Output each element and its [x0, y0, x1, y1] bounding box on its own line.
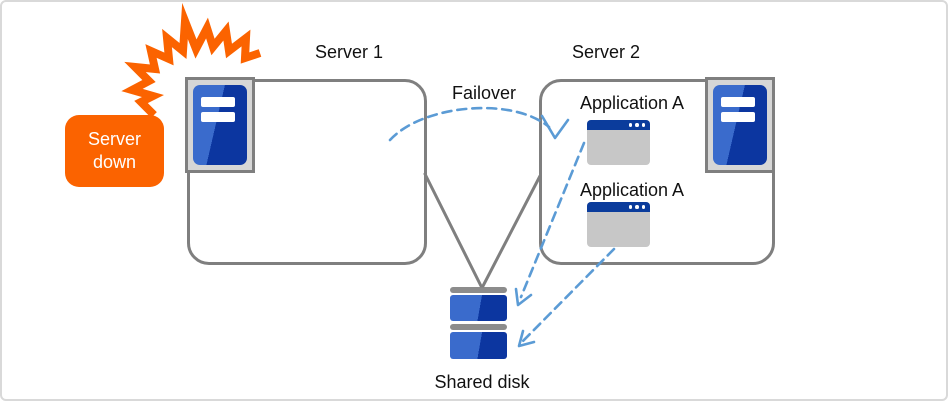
server2-icon: [705, 77, 775, 173]
server-slot: [201, 97, 235, 107]
disk-platter: [450, 295, 507, 321]
server1-label: Server 1: [314, 42, 384, 62]
app-window-icon-bottom: [587, 202, 650, 247]
app1-disk-arrowhead-icon: [514, 287, 533, 307]
server-down-callout: Server down: [65, 115, 164, 187]
app-window-icon-top: [587, 120, 650, 165]
app-window-dots: [628, 123, 645, 127]
server-slot: [201, 112, 235, 122]
disk-cap: [450, 287, 507, 293]
server-slot: [721, 97, 755, 107]
server1-disk-connector: [423, 172, 483, 288]
shared-disk-label: Shared disk: [434, 372, 530, 392]
disk-platter: [450, 332, 507, 359]
server-tower-body: [713, 85, 767, 165]
server1-icon: [185, 77, 255, 173]
app-window-titlebar: [587, 202, 650, 212]
app-window-titlebar: [587, 120, 650, 130]
server-tower-body: [193, 85, 247, 165]
application-a-label-top: Application A: [579, 93, 685, 113]
application-a-label-bottom: Application A: [579, 180, 685, 200]
app2-disk-arrowhead-icon: [517, 329, 536, 348]
server2-disk-connector: [481, 174, 542, 288]
shared-disk-icon: [450, 287, 507, 360]
server-slot: [721, 112, 755, 122]
disk-cap: [450, 324, 507, 330]
server2-label: Server 2: [571, 42, 641, 62]
failover-label: Failover: [451, 83, 517, 103]
app-window-dots: [628, 205, 645, 209]
